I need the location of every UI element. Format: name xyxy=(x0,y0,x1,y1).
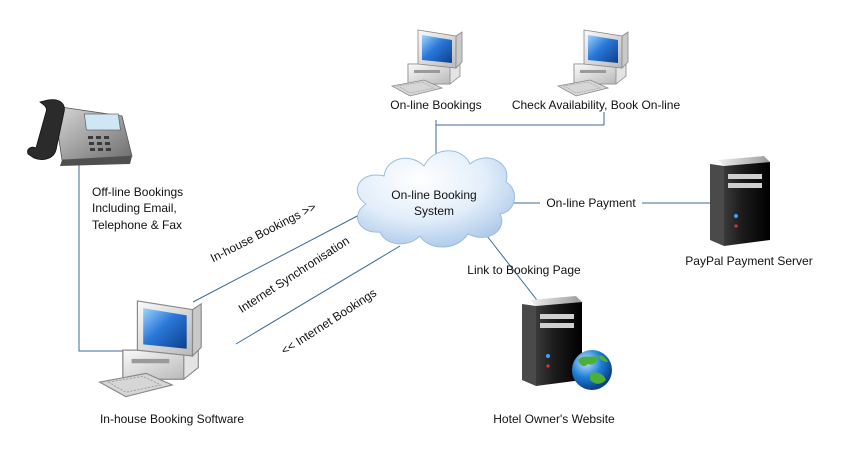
server-tower-icon xyxy=(710,156,770,246)
paypal-server-node: On-line Payment PayPal Payment Server xyxy=(540,156,813,268)
inhouse-software-label: In-house Booking Software xyxy=(100,412,244,426)
edge-inhouse-bookings xyxy=(192,212,364,303)
desk-phone-icon xyxy=(27,99,133,166)
internet-sync-label: Internet Synchronisation xyxy=(236,234,352,316)
cloud-label-line2: System xyxy=(414,204,454,218)
cloud-label-line1: On-line Booking xyxy=(391,188,476,202)
cloud-icon xyxy=(356,150,515,248)
check-availability-label: Check Availability, Book On-line xyxy=(512,98,681,112)
paypal-server-label: PayPal Payment Server xyxy=(685,254,812,268)
link-booking-page-label: Link to Booking Page xyxy=(467,263,581,277)
inhouse-software-node: In-house Booking Software xyxy=(98,300,244,426)
offline-bookings-line1: Off-line Bookings xyxy=(92,185,183,199)
offline-bookings-line3: Telephone & Fax xyxy=(92,218,182,232)
check-availability-node: Check Availability, Book On-line xyxy=(512,29,681,112)
desktop-computer-icon xyxy=(98,300,202,398)
desktop-computer-icon xyxy=(391,29,463,97)
online-payment-label: On-line Payment xyxy=(546,196,636,210)
online-bookings-label: On-line Bookings xyxy=(390,98,481,112)
offline-bookings-line2: Including Email, xyxy=(92,201,177,215)
desktop-computer-icon xyxy=(557,29,629,97)
hotel-website-node: Link to Booking Page Hotel Owner's Websi… xyxy=(467,263,615,426)
cloud-node: On-line Booking System xyxy=(356,150,515,248)
edge-link-booking-page xyxy=(486,235,541,305)
edge-internet-bookings xyxy=(235,245,401,345)
internet-bookings-label: << Internet Bookings xyxy=(279,286,380,358)
inhouse-bookings-label: In-house Bookings >> xyxy=(208,200,318,265)
phone-node: Off-line Bookings Including Email, Telep… xyxy=(27,99,183,232)
online-bookings-node: On-line Bookings xyxy=(390,29,482,112)
hotel-website-label: Hotel Owner's Website xyxy=(493,412,615,426)
web-server-globe-icon xyxy=(522,296,612,390)
